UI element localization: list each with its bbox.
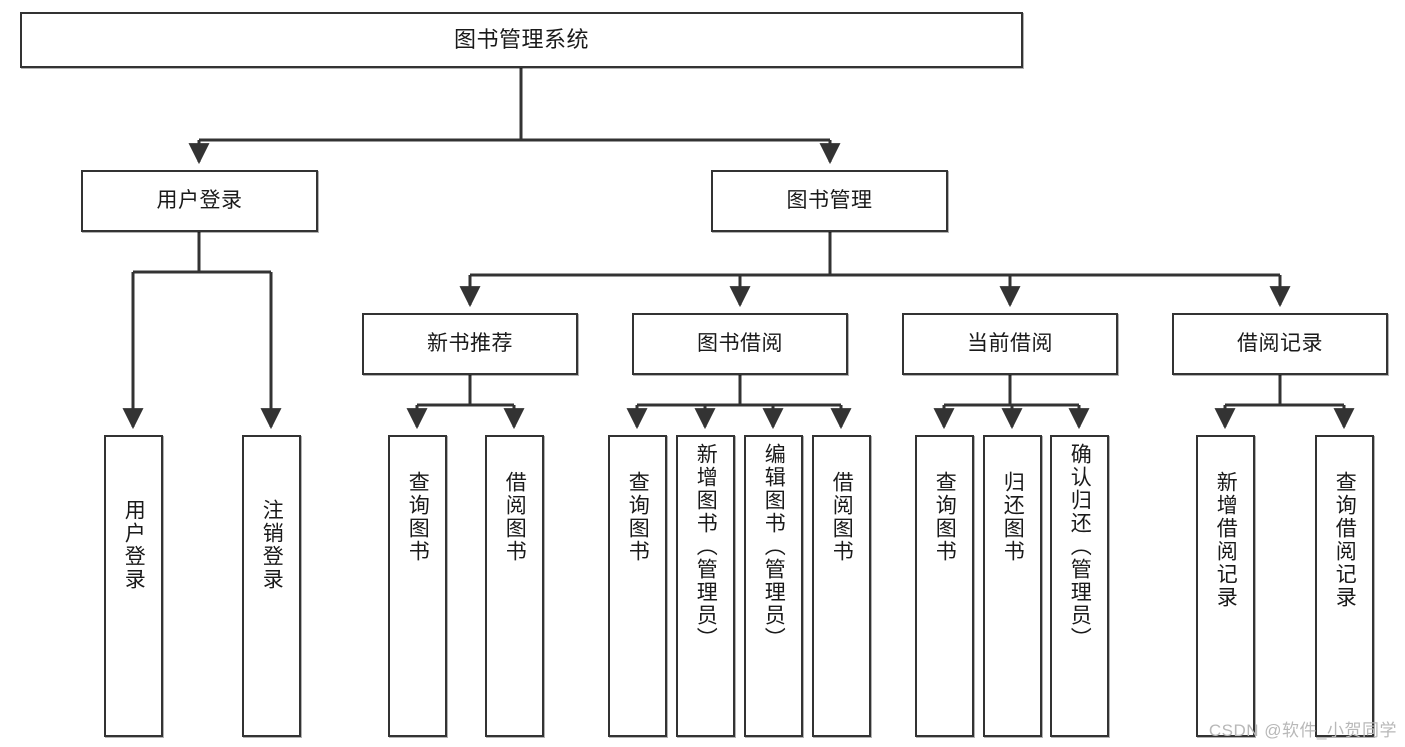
node-leaf-borrow-book-2-label: 借阅图书	[830, 471, 854, 563]
node-root-label: 图书管理系统	[453, 27, 589, 53]
node-leaf-query-book-1[interactable]: 查询图书	[388, 435, 447, 737]
node-leaf-borrow-book-1-label: 借阅图书	[503, 471, 527, 563]
node-root[interactable]: 图书管理系统	[20, 12, 1023, 68]
node-leaf-borrow-book-2[interactable]: 借阅图书	[812, 435, 871, 737]
node-leaf-return-book-label: 归还图书	[1001, 471, 1025, 563]
node-new-book-recommend[interactable]: 新书推荐	[362, 313, 578, 375]
node-leaf-confirm-return[interactable]: 确认归还（管理员）	[1050, 435, 1109, 737]
node-leaf-confirm-return-label: 确认归还（管理员）	[1068, 443, 1092, 650]
node-leaf-return-book[interactable]: 归还图书	[983, 435, 1042, 737]
node-leaf-query-borrow-record[interactable]: 查询借阅记录	[1315, 435, 1374, 737]
node-leaf-borrow-book-1[interactable]: 借阅图书	[485, 435, 544, 737]
node-leaf-add-book-label: 新增图书（管理员）	[694, 443, 718, 650]
node-leaf-user-logout[interactable]: 注销登录	[242, 435, 301, 737]
node-leaf-query-book-1-label: 查询图书	[406, 471, 430, 563]
node-leaf-user-login[interactable]: 用户登录	[104, 435, 163, 737]
node-leaf-query-book-3-label: 查询图书	[933, 471, 957, 563]
node-leaf-query-borrow-record-label: 查询借阅记录	[1333, 471, 1357, 609]
node-leaf-edit-book[interactable]: 编辑图书（管理员）	[744, 435, 803, 737]
node-leaf-query-book-3[interactable]: 查询图书	[915, 435, 974, 737]
node-leaf-query-book-2-label: 查询图书	[626, 471, 650, 563]
node-leaf-edit-book-label: 编辑图书（管理员）	[762, 443, 786, 650]
node-book-management[interactable]: 图书管理	[711, 170, 948, 232]
node-leaf-add-borrow-record-label: 新增借阅记录	[1214, 471, 1238, 609]
csdn-watermark: CSDN @软件_小贺同学	[1208, 721, 1397, 740]
node-leaf-query-book-2[interactable]: 查询图书	[608, 435, 667, 737]
node-leaf-user-login-label: 用户登录	[122, 499, 146, 591]
node-user-login[interactable]: 用户登录	[81, 170, 318, 232]
node-leaf-add-book[interactable]: 新增图书（管理员）	[676, 435, 735, 737]
node-borrow-record[interactable]: 借阅记录	[1172, 313, 1388, 375]
node-current-borrow[interactable]: 当前借阅	[902, 313, 1118, 375]
node-new-book-recommend-label: 新书推荐	[427, 331, 513, 355]
node-book-borrow[interactable]: 图书借阅	[632, 313, 848, 375]
node-user-login-label: 用户登录	[156, 188, 243, 212]
node-leaf-user-logout-label: 注销登录	[260, 499, 284, 591]
node-borrow-record-label: 借阅记录	[1237, 331, 1323, 355]
node-book-borrow-label: 图书借阅	[697, 331, 783, 355]
node-leaf-add-borrow-record[interactable]: 新增借阅记录	[1196, 435, 1255, 737]
node-current-borrow-label: 当前借阅	[967, 331, 1053, 355]
node-book-management-label: 图书管理	[786, 188, 873, 212]
